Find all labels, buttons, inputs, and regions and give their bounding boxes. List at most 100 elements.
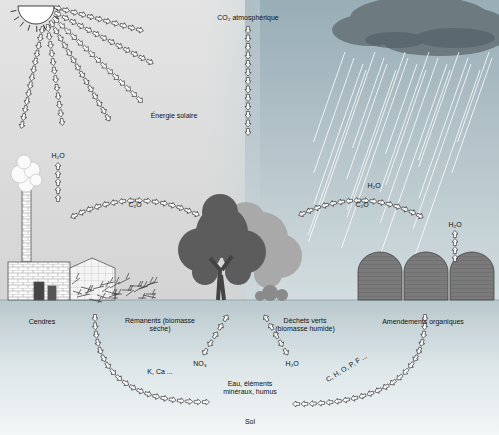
sun-ray	[20, 22, 24, 27]
flow-arrowhead	[92, 323, 98, 330]
water-label: H₂O	[367, 182, 380, 190]
flow-arrowhead	[337, 198, 345, 205]
branch-stroke	[102, 281, 110, 292]
flow-arrowhead	[61, 14, 70, 23]
rain-streak	[342, 58, 409, 248]
flow-arrowhead	[61, 41, 70, 50]
flow-arrowhead	[95, 99, 104, 108]
sun-ray	[36, 26, 37, 32]
rain-streak	[414, 70, 481, 260]
flow-arrowhead	[345, 198, 352, 205]
flow-arrowhead	[194, 399, 201, 405]
flow-arrowhead	[144, 390, 153, 398]
flow-arrowhead	[245, 103, 251, 110]
flow-arrowhead	[201, 347, 210, 356]
branch-stroke	[72, 273, 80, 284]
flow-arrowhead	[374, 386, 383, 394]
flow-arrowhead	[135, 95, 144, 104]
flow-arrowhead	[452, 231, 458, 238]
flow-arrowhead	[30, 66, 37, 74]
flow-arrowhead	[186, 398, 193, 404]
flow-arrowhead	[33, 50, 40, 58]
branch-stroke	[110, 277, 120, 288]
rain-streak	[314, 64, 363, 204]
flow-arrowhead	[28, 73, 35, 81]
branch-stroke	[93, 281, 104, 289]
branch-stroke	[106, 293, 118, 299]
flow-arrowhead	[55, 92, 62, 100]
flow-arrowhead	[245, 120, 251, 127]
flow-arrowhead	[100, 34, 109, 43]
gas-label: C₂O	[128, 201, 141, 209]
stage-label: Amendements organiques	[382, 318, 464, 326]
flow-arrowhead	[146, 58, 155, 67]
stage-label: Déchets verts (biomasse humide)	[267, 317, 343, 333]
flow-arrowhead	[326, 399, 334, 406]
flow-arrowhead	[385, 201, 393, 209]
flow-arrowhead	[54, 10, 63, 19]
rain-streak	[381, 64, 448, 254]
flow-arrowhead	[103, 17, 111, 25]
branch-stroke	[139, 281, 148, 289]
flow-arrowhead	[69, 56, 78, 65]
flow-arrowhead	[184, 207, 193, 215]
flow-arrowhead	[395, 373, 404, 382]
flow-arrowhead	[305, 207, 314, 215]
branch-stroke	[130, 281, 142, 287]
flow-arrowhead	[136, 26, 144, 34]
flow-arrowhead	[91, 92, 100, 101]
flow-arrowhead	[130, 50, 139, 59]
rain-streak	[308, 70, 366, 235]
flow-arrowhead	[35, 42, 42, 50]
sun-ray	[14, 17, 19, 20]
flow-arrowhead	[27, 81, 34, 89]
flow-arrowhead	[128, 383, 137, 392]
flow-arrowhead	[406, 361, 415, 370]
flow-arrowhead	[350, 395, 358, 402]
flow-arrowhead	[267, 322, 276, 331]
flow-arrowhead	[50, 58, 57, 66]
flow-arrowhead	[370, 198, 378, 205]
flow-arrowhead	[92, 30, 101, 39]
sun-ray	[28, 25, 30, 31]
flow-arrowhead	[245, 69, 251, 76]
flow-arrowhead	[55, 163, 61, 170]
flow-arrowhead	[152, 393, 160, 401]
flow-arrowhead	[86, 85, 95, 94]
flow-arrowhead	[168, 201, 176, 209]
flow-arrowhead	[87, 13, 95, 21]
rain-streak	[419, 58, 468, 198]
water-label: H₂O	[285, 360, 298, 368]
flow-arrowhead	[216, 322, 225, 331]
flow-arrowhead	[53, 84, 60, 92]
flow-arrowhead	[22, 105, 29, 113]
flow-arrowhead	[85, 205, 94, 213]
flow-arrowhead	[94, 339, 102, 347]
flow-arrowhead	[321, 202, 329, 210]
flow-arrowhead	[245, 35, 251, 42]
rain-streak	[419, 70, 451, 160]
flow-arrowhead	[415, 346, 423, 355]
flow-arrowhead	[177, 397, 185, 404]
flow-arrowhead	[104, 361, 113, 370]
flow-arrowhead	[418, 339, 426, 347]
flow-arrowhead	[93, 203, 101, 211]
flow-arrowhead	[160, 395, 168, 402]
flow-arrowhead	[57, 110, 64, 118]
flow-arrowhead	[144, 198, 151, 205]
flow-arrowhead	[73, 63, 82, 72]
flow-arrowhead	[101, 201, 109, 208]
soil-content-label: Eau, éléments minéraux, humus	[217, 380, 283, 396]
flow-arrowhead	[245, 61, 251, 68]
flow-arrowhead	[381, 382, 390, 391]
flow-arrowhead	[77, 22, 86, 31]
flow-arrowhead	[136, 387, 145, 395]
flow-arrowhead	[115, 374, 124, 383]
flow-arrowhead	[245, 129, 251, 136]
flow-arrowhead	[262, 313, 271, 322]
branch-stroke	[134, 281, 144, 292]
flow-arrowhead	[18, 121, 25, 129]
flow-arrowhead	[192, 210, 201, 218]
flow-arrowhead	[48, 50, 55, 58]
